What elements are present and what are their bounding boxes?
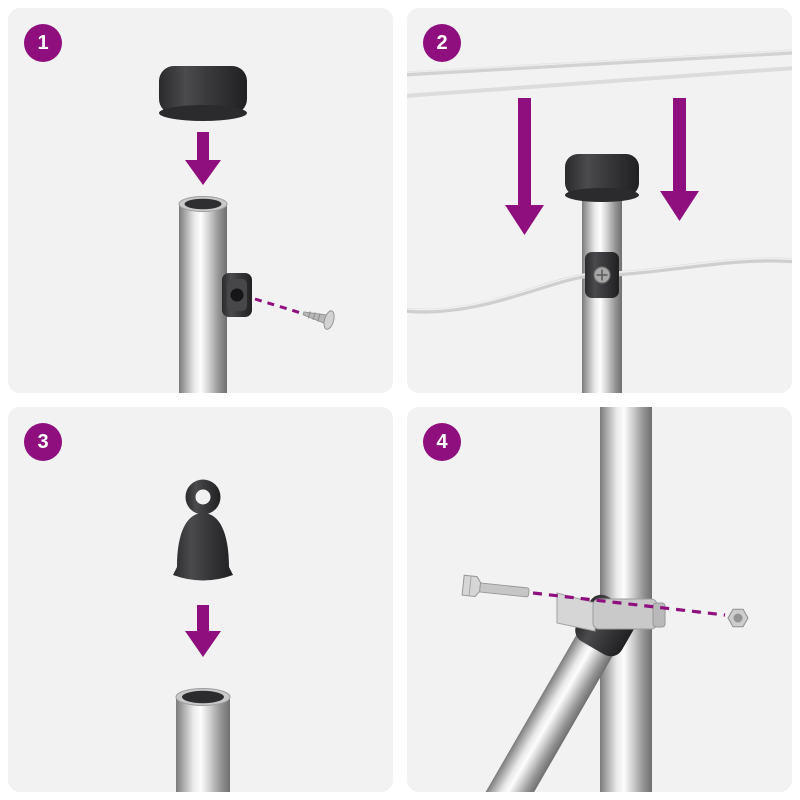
- step-2-number: 2: [436, 31, 448, 54]
- end-cap-icon: [159, 66, 247, 121]
- step-panel-3: 3: [8, 407, 393, 792]
- step-2-illustration: [407, 49, 792, 393]
- step-3-badge: 3: [24, 423, 62, 461]
- step-4-illustration: [461, 407, 749, 792]
- open-pole-icon: [175, 688, 231, 792]
- clamp-icon: [585, 252, 619, 298]
- clamp-icon: [222, 273, 252, 317]
- step-1-illustration: [159, 66, 335, 393]
- step-3-number: 3: [37, 430, 49, 453]
- step-panel-2: 2: [407, 8, 792, 393]
- arrow-down-icon: [660, 98, 699, 221]
- step-3-illustration: [173, 479, 233, 792]
- pole-icon: [178, 196, 228, 393]
- pole-clamp-icon: [556, 592, 666, 632]
- step-panel-1: 1: [8, 8, 393, 393]
- eyelet-cap-icon: [173, 479, 233, 581]
- bolt-icon: [461, 574, 530, 598]
- step-panel-4: 4: [407, 407, 792, 792]
- guide-dashed-line: [532, 591, 726, 617]
- wire-icon: [407, 257, 792, 314]
- clothesline-wires-icon: [407, 49, 792, 98]
- step-1-badge: 1: [24, 24, 62, 62]
- arrow-down-icon: [185, 132, 221, 185]
- step-4-number: 4: [436, 430, 448, 453]
- arrow-down-icon: [505, 98, 544, 235]
- screw-icon: [302, 310, 335, 330]
- step-1-number: 1: [37, 31, 49, 54]
- step-4-badge: 4: [423, 423, 461, 461]
- nut-icon: [727, 608, 749, 628]
- guide-dashed-line: [254, 297, 302, 315]
- arrow-down-icon: [185, 605, 221, 657]
- step-2-badge: 2: [423, 24, 461, 62]
